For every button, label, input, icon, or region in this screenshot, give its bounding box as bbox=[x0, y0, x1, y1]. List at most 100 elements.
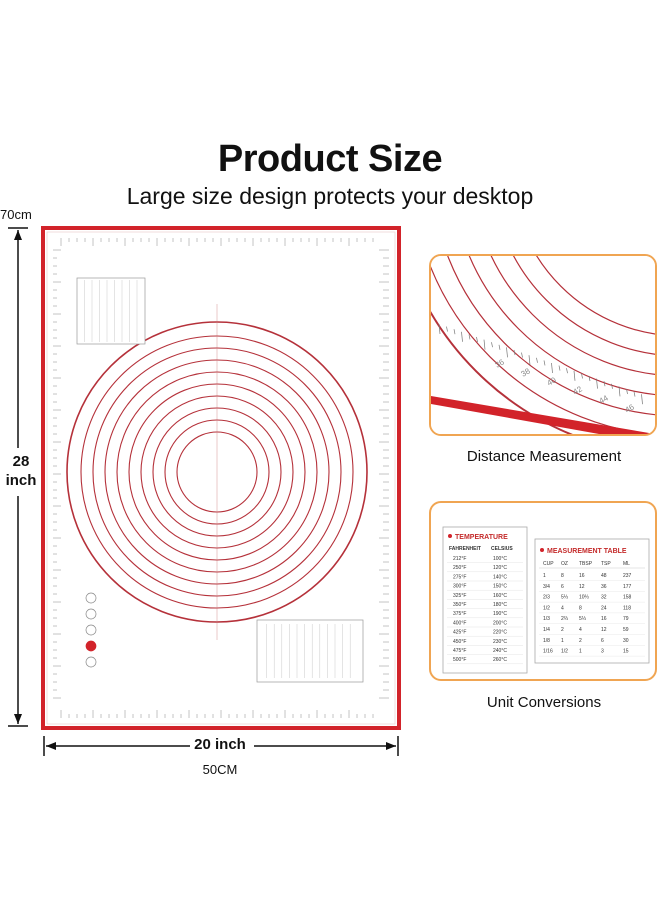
mat-measurement-mini-lines bbox=[84, 280, 138, 342]
temperature-fahrenheit-cell: 400°F bbox=[453, 620, 466, 626]
temperature-card bbox=[442, 526, 528, 674]
page-title: Product Size bbox=[217, 138, 443, 180]
temperature-fahrenheit-cell: 450°F bbox=[453, 639, 466, 645]
temperature-celsius-cell: 260°C bbox=[493, 657, 507, 663]
measurement-cell: 6 bbox=[601, 638, 604, 644]
baking-mat bbox=[41, 226, 401, 730]
measurement-cell: 10⅔ bbox=[579, 595, 590, 601]
fahrenheit-label: FAHRENHEIT bbox=[449, 546, 481, 552]
mat-icon-2 bbox=[85, 608, 97, 620]
zoom-tick bbox=[596, 378, 598, 389]
height-cm-label: 70cm bbox=[0, 207, 32, 222]
measurement-cell: 12 bbox=[579, 584, 585, 590]
temperature-fahrenheit-cell: 250°F bbox=[453, 565, 466, 571]
zoom-tick bbox=[513, 349, 516, 356]
mat-ruler-ticks bbox=[53, 238, 389, 718]
zoom-tick bbox=[543, 360, 546, 366]
measurement-bullet-icon bbox=[540, 548, 544, 552]
measurement-cell: 5⅓ bbox=[579, 616, 587, 622]
temperature-celsius-cell: 220°C bbox=[493, 630, 507, 636]
temperature-celsius-cell: 140°C bbox=[493, 574, 507, 580]
mat-icon-3 bbox=[85, 624, 97, 636]
zoom-tick bbox=[573, 370, 576, 381]
zoom-tick bbox=[521, 352, 523, 358]
zoom-ruler-ticks bbox=[438, 323, 643, 405]
height-inch-unit: inch bbox=[5, 472, 37, 489]
zoom-tick bbox=[461, 331, 463, 342]
temperature-card-title: TEMPERATURE bbox=[455, 534, 508, 541]
zoom-tick bbox=[491, 342, 493, 348]
mat-temperature-mini-table bbox=[256, 619, 364, 683]
zoom-tick bbox=[581, 373, 583, 379]
measurement-cell: 2 bbox=[579, 638, 582, 644]
zoom-tick bbox=[453, 329, 456, 335]
measurement-cell: 32 bbox=[601, 595, 607, 601]
temperature-fahrenheit-cell: 500°F bbox=[453, 657, 466, 663]
measurement-cell: 1/8 bbox=[543, 638, 550, 644]
width-inch-label: 20 inch bbox=[194, 736, 246, 753]
mat-icons bbox=[85, 592, 97, 668]
measurement-cell: 3 bbox=[601, 649, 604, 655]
zoom-tick bbox=[536, 357, 538, 363]
temperature-bullet-icon bbox=[448, 534, 452, 538]
temperature-fahrenheit-cell: 300°F bbox=[453, 584, 466, 590]
zoom-tick bbox=[611, 383, 613, 389]
zoom-tick bbox=[506, 347, 508, 358]
measurement-cell: 30 bbox=[623, 638, 629, 644]
measurement-cell: 48 bbox=[601, 573, 607, 579]
measurement-cell: 6 bbox=[561, 584, 564, 590]
temperature-fahrenheit-cell: 425°F bbox=[453, 630, 466, 636]
page-subtitle: Large size design protects your desktop bbox=[126, 183, 534, 209]
zoom-tick bbox=[498, 344, 501, 350]
measurement-cell: 16 bbox=[601, 616, 607, 622]
zoom-tick bbox=[483, 339, 486, 350]
temperature-celsius-cell: 240°C bbox=[493, 648, 507, 654]
celsius-label: CELSIUS bbox=[491, 546, 513, 552]
measurement-cell: 5⅓ bbox=[561, 595, 569, 601]
temperature-fahrenheit-cell: 325°F bbox=[453, 593, 466, 599]
temperature-fahrenheit-cell: 475°F bbox=[453, 648, 466, 654]
temperature-celsius-cell: 150°C bbox=[493, 584, 507, 590]
temperature-fahrenheit-cell: 375°F bbox=[453, 611, 466, 617]
zoom-tick bbox=[551, 362, 553, 374]
zoom-tick bbox=[588, 375, 591, 382]
measurement-cell: 118 bbox=[623, 605, 631, 611]
measurement-cell: 2⅔ bbox=[561, 616, 569, 622]
measurement-cell: 2 bbox=[561, 627, 564, 633]
measurement-header-cell: CUP bbox=[543, 561, 554, 567]
width-arrow-right-head bbox=[386, 742, 396, 750]
temperature-celsius-cell: 230°C bbox=[493, 639, 507, 645]
measurement-card bbox=[534, 538, 650, 664]
measurement-cell: 59 bbox=[623, 627, 629, 633]
measurement-cell: 177 bbox=[623, 584, 632, 590]
distance-caption: Distance Measurement bbox=[466, 448, 622, 465]
measurement-card-title: MEASUREMENT TABLE bbox=[547, 548, 627, 555]
zoom-tick bbox=[446, 326, 448, 332]
measurement-cell: 1 bbox=[579, 649, 582, 655]
zoom-tick bbox=[528, 355, 531, 366]
zoom-tick bbox=[641, 394, 643, 405]
measurement-cell: 1/16 bbox=[543, 649, 553, 655]
measurement-cell: 4 bbox=[579, 627, 582, 633]
mat-icon-4 bbox=[85, 640, 97, 652]
zoom-tick bbox=[438, 323, 441, 335]
measurement-cell: 8 bbox=[561, 573, 564, 579]
unit-caption: Unit Conversions bbox=[486, 694, 602, 711]
zoom-tick bbox=[468, 334, 471, 340]
measurement-cell: 4 bbox=[561, 605, 564, 611]
zoom-tick bbox=[566, 368, 568, 374]
mat-measurement-mini-table bbox=[76, 277, 146, 345]
measurement-cell: 1 bbox=[543, 573, 546, 579]
measurement-header-cell: TBSP bbox=[579, 561, 593, 567]
mat-icon-5 bbox=[85, 656, 97, 668]
zoom-tick bbox=[618, 386, 621, 397]
temperature-celsius-cell: 200°C bbox=[493, 620, 507, 626]
mat-icon-1 bbox=[85, 592, 97, 604]
height-arrow-up-head bbox=[14, 230, 22, 240]
